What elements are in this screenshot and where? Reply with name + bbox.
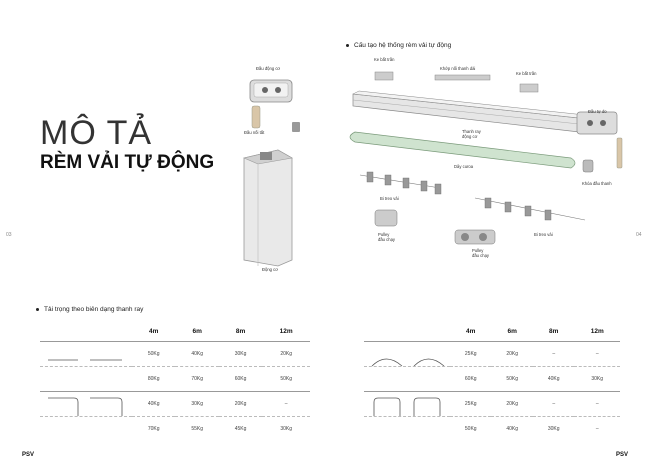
col-header: 6m [192, 327, 202, 335]
col-header: 8m [549, 327, 559, 335]
table-row: 25Kg 20Kg – – [364, 342, 620, 367]
table-cell: 20Kg [506, 401, 519, 407]
col-header: 8m [235, 327, 246, 335]
col-header: 4m [466, 327, 476, 335]
table-cell: 50Kg [147, 351, 160, 357]
bullet-dot [36, 307, 39, 311]
table-cell: – [595, 351, 599, 357]
label-motor: Động cơ [262, 267, 279, 272]
label-bracket-left: Ke bắt trần [374, 57, 395, 62]
rail-profile-icons-left [48, 359, 123, 416]
label-end-lock: Khóa đầu thanh [582, 181, 612, 186]
table-cell: 30Kg [591, 376, 604, 382]
label-gearbox: Đầu tự do [588, 109, 607, 114]
table-cell: 25Kg [464, 351, 477, 357]
table-cell: 70Kg [147, 426, 160, 432]
col-header: 4m [149, 327, 159, 335]
table-row: 60Kg 50Kg 40Kg 30Kg [364, 367, 620, 392]
motor-illustration [243, 79, 300, 267]
table-cell: – [595, 426, 599, 432]
table-cell: 40Kg [547, 376, 560, 382]
load-table-left: 4m 6m 8m 12m 50Kg 40Kg 30Kg 20Kg 80Kg 70… [40, 321, 310, 441]
brand-left: PSV [22, 452, 35, 458]
col-header: 12m [590, 327, 604, 335]
label-motor-socket: Đầu nối tắt [244, 130, 265, 135]
label-pulley-bottom: Pulley đầu chạy [472, 248, 489, 258]
table-cell: 40Kg [506, 426, 519, 432]
label-belt: Dây curoa [454, 164, 474, 169]
table-cell: – [552, 401, 556, 407]
table-row: 40Kg 30Kg 20Kg – [40, 392, 310, 417]
table-cell: 30Kg [547, 426, 560, 432]
label-bracket-right: Ke bắt trần [516, 71, 537, 76]
label-pulley-left: Pulley đầu chạy [378, 232, 395, 242]
table-cell: 50Kg [506, 376, 519, 382]
table-cell: 55Kg [191, 426, 203, 432]
table-cell: – [284, 401, 288, 407]
page-number-left: 03 [6, 232, 12, 238]
table-cell: 20Kg [506, 351, 519, 357]
table-cell: 40Kg [147, 401, 160, 407]
label-rail: Thanh ray động cơ [462, 129, 481, 139]
load-section-text: Tải trọng theo biên dạng thanh ray [44, 306, 144, 313]
table-cell: 45Kg [234, 426, 247, 432]
col-header: 6m [507, 327, 517, 335]
table-cell: 25Kg [464, 401, 477, 407]
table-row: 50Kg 40Kg 30Kg 20Kg [40, 342, 310, 367]
table-row: 70Kg 55Kg 45Kg 30Kg [40, 417, 310, 442]
table-cell: 40Kg [191, 351, 203, 357]
table-cell: 60Kg [234, 376, 247, 382]
page-subtitle: RÈM VẢI TỰ ĐỘNG [40, 152, 215, 173]
bullet-dot [346, 43, 349, 47]
table-cell: – [552, 351, 556, 357]
label-runners-right: Bi treo vải [534, 232, 553, 237]
brand-right: PSV [616, 452, 629, 458]
structure-section-text: Cấu tạo hệ thống rèm vải tự động [354, 42, 452, 49]
table-cell: 30Kg [280, 426, 292, 432]
rail-profile-icons-right [371, 358, 445, 416]
table-row: 80Kg 70Kg 60Kg 50Kg [40, 367, 310, 392]
table-cell: – [595, 401, 599, 407]
label-rail-joint: Khớp nối thanh dài [440, 66, 476, 71]
col-header: 12m [279, 327, 293, 335]
table-row: 50Kg 40Kg 30Kg – [364, 417, 620, 442]
structure-section-title: Cấu tạo hệ thống rèm vải tự động [346, 42, 451, 49]
table-cell: 50Kg [280, 376, 292, 382]
table-row: 25Kg 20Kg – – [364, 392, 620, 417]
table-cell: 50Kg [464, 426, 477, 432]
table-cell: 30Kg [234, 351, 247, 357]
load-table-right: 4m 6m 8m 12m 25Kg 20Kg – – 60Kg 50Kg 40K… [364, 321, 620, 441]
table-cell: 20Kg [280, 351, 292, 357]
rail-system-illustration [349, 71, 623, 245]
label-motor-head: Đầu động cơ [256, 66, 281, 71]
page-number-right: 04 [636, 232, 642, 238]
table-cell: 20Kg [234, 401, 247, 407]
page-title: MÔ TẢ [40, 114, 153, 152]
table-cell: 30Kg [191, 401, 203, 407]
table-cell: 80Kg [147, 376, 160, 382]
load-section-title: Tải trọng theo biên dạng thanh ray [36, 306, 143, 313]
label-runners-left: Bi treo vải [380, 196, 399, 201]
table-cell: 70Kg [191, 376, 203, 382]
table-cell: 60Kg [464, 376, 477, 382]
